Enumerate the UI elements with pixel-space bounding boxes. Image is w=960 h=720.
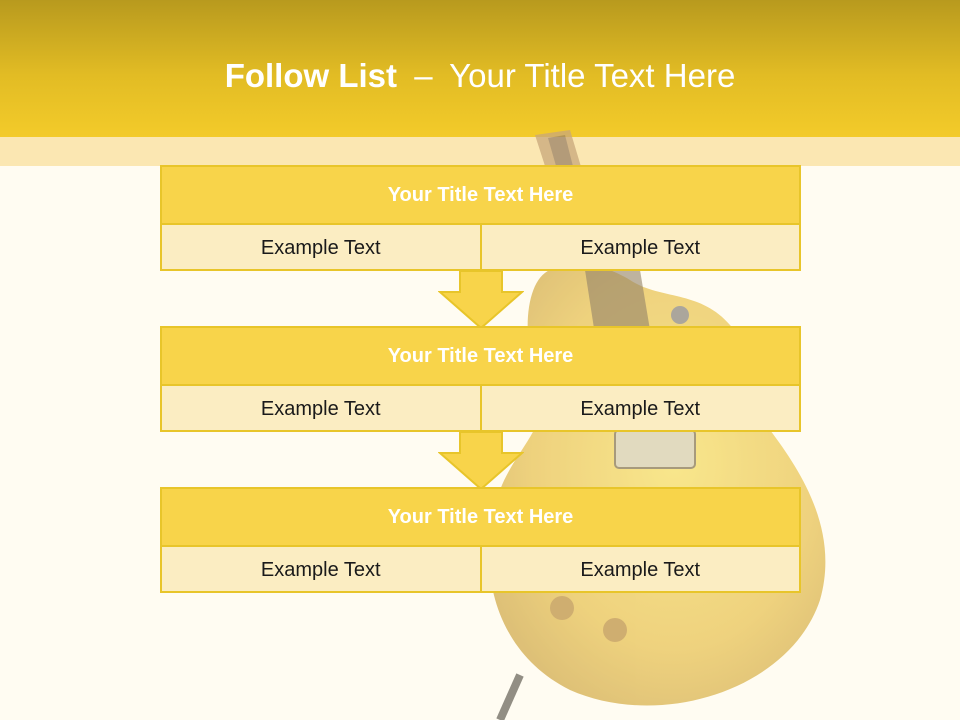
step-box-2: Your Title Text Here Example Text Exampl… bbox=[160, 326, 801, 432]
step-cell-right: Example Text bbox=[479, 386, 800, 432]
slide-title-bold: Follow List bbox=[224, 57, 398, 94]
down-arrow-icon bbox=[438, 431, 524, 491]
header-banner bbox=[0, 0, 960, 137]
step-box-1: Your Title Text Here Example Text Exampl… bbox=[160, 165, 801, 271]
step-row: Example Text Example Text bbox=[162, 547, 799, 593]
step-box-3: Your Title Text Here Example Text Exampl… bbox=[160, 487, 801, 593]
slide-title-separator: – bbox=[414, 57, 433, 94]
step-cell-right: Example Text bbox=[479, 547, 800, 593]
step-row: Example Text Example Text bbox=[162, 386, 799, 432]
step-cell-left: Example Text bbox=[260, 236, 381, 259]
step-cell-left: Example Text bbox=[260, 397, 381, 420]
step-cell-left: Example Text bbox=[260, 558, 381, 581]
step-title: Your Title Text Here bbox=[162, 167, 799, 225]
slide-title: Follow List – Your Title Text Here bbox=[0, 56, 960, 96]
step-cell-right: Example Text bbox=[479, 225, 800, 271]
down-arrow-icon bbox=[438, 270, 524, 330]
step-title: Your Title Text Here bbox=[162, 328, 799, 386]
step-row: Example Text Example Text bbox=[162, 225, 799, 271]
slide-title-rest: Your Title Text Here bbox=[449, 57, 736, 94]
header-strip bbox=[0, 137, 960, 166]
step-title: Your Title Text Here bbox=[162, 489, 799, 547]
